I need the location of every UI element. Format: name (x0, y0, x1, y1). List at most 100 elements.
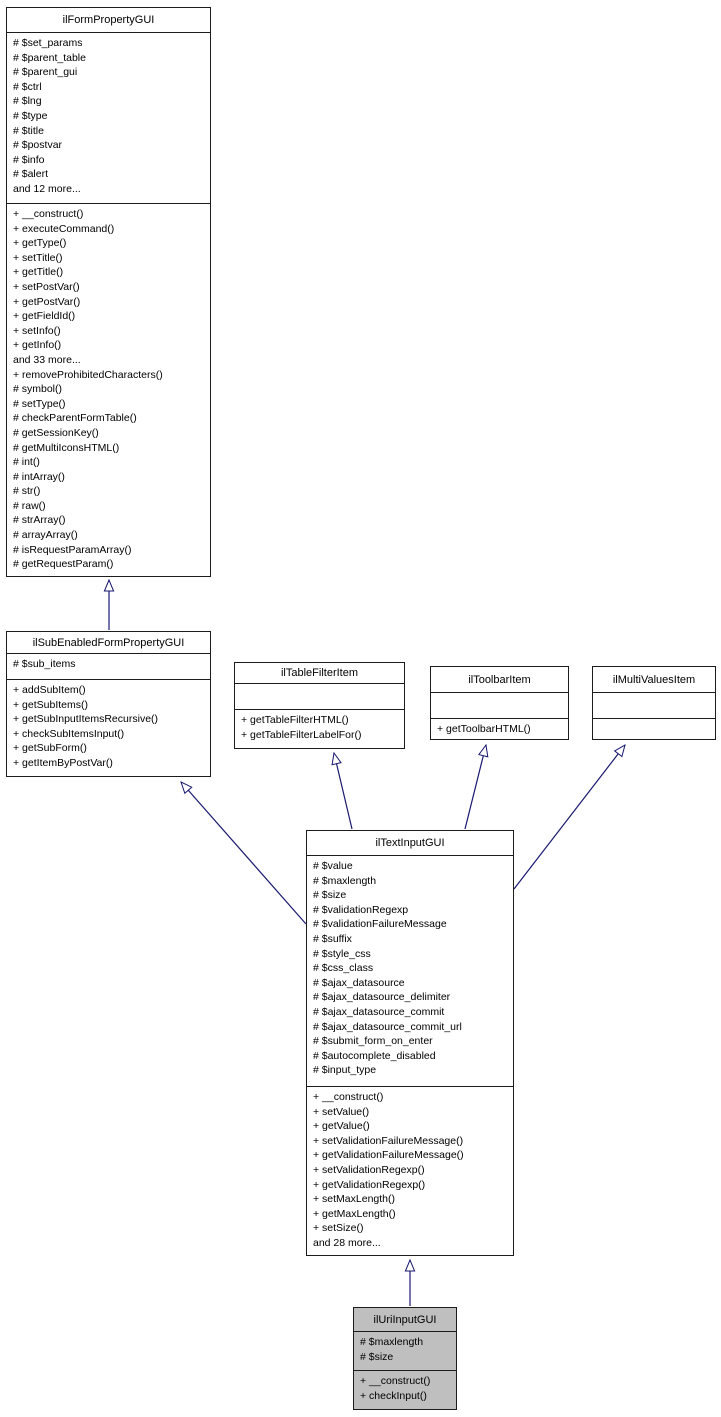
member-line: # isRequestParamArray() (13, 543, 132, 556)
class-attributes: # $sub_items (7, 653, 210, 679)
member-line: # getRequestParam() (13, 558, 114, 571)
member-line: + getTableFilterHTML() (241, 714, 349, 726)
member-line: + getTitle() (13, 266, 64, 279)
member-line: # $validationFailureMessage (313, 918, 447, 931)
member-line: + getMaxLength() (313, 1207, 396, 1220)
class-methods: + __construct() + checkInput() (354, 1370, 456, 1409)
member-line: + executeCommand() (13, 222, 115, 235)
member-line: # $style_css (313, 947, 371, 960)
member-line: # getMultiIconsHTML() (13, 441, 120, 454)
member-line: # symbol() (13, 383, 63, 396)
member-line: and 33 more... (13, 353, 81, 366)
class-attributes: # $value# $maxlength# $size# $validation… (307, 855, 513, 1086)
member-line: + __construct() (360, 1375, 431, 1387)
member-line: + getToolbarHTML() (437, 723, 531, 735)
member-line: # intArray() (13, 470, 65, 483)
member-line: # strArray() (13, 514, 66, 527)
member-line: + getFieldId() (13, 310, 76, 323)
member-line: + __construct() (313, 1091, 384, 1103)
member-line: + addSubItem() (13, 684, 86, 696)
class-attributes (235, 683, 404, 709)
member-line: + getType() (13, 237, 67, 250)
member-line: # $parent_gui (13, 66, 78, 79)
member-line: # $ajax_datasource_commit_url (313, 1020, 462, 1033)
class-methods: + __construct() + executeCommand() + getTy… (7, 203, 210, 576)
member-line: # arrayArray() (13, 529, 78, 542)
class-title[interactable]: ilTableFilterItem (280, 667, 359, 679)
member-line: + checkInput() (360, 1389, 427, 1402)
member-line: + removeProhibitedCharacters() (13, 368, 163, 381)
member-line: + getSubInputItemsRecursive() (13, 713, 159, 726)
member-line: # $set_params (13, 37, 83, 49)
member-line: # $size (360, 1350, 394, 1363)
member-line: + getItemByPostVar() (13, 756, 113, 769)
class-attributes (431, 692, 568, 718)
member-line: + getTableFilterLabelFor() (241, 728, 362, 741)
member-line: + setInfo() (13, 324, 61, 337)
member-line: # $size (313, 889, 347, 902)
member-line: # $type (13, 109, 48, 122)
member-line: # $input_type (313, 1064, 377, 1077)
class-title[interactable]: ilMultiValuesItem (612, 673, 696, 686)
edge-iltextinputgui-to-iltablefilteritem (334, 753, 353, 830)
member-line: # $info (13, 153, 45, 166)
member-line: + setValidationRegexp() (313, 1163, 425, 1176)
member-line: # $suffix (313, 932, 352, 945)
class-title[interactable]: ilTextInputGUI (375, 837, 445, 849)
member-line: + getSubForm() (13, 742, 87, 755)
member-line: + setValidationFailureMessage() (313, 1134, 464, 1147)
member-line: and 28 more... (313, 1236, 381, 1249)
member-line: # setType() (13, 397, 66, 410)
member-line: + setTitle() (13, 251, 63, 264)
class-methods: + getTableFilterHTML() + getTableFilterLa… (235, 709, 404, 748)
edge-iltextinputgui-to-iltoolbaritem (464, 745, 486, 830)
member-line: # $postvar (13, 139, 63, 152)
member-line: # checkParentFormTable() (13, 412, 137, 425)
member-line: # $submit_form_on_enter (313, 1035, 433, 1048)
class-title: ilUriInputGUI (373, 1313, 437, 1326)
member-line: # $sub_items (13, 658, 76, 670)
member-line: # $ajax_datasource_delimiter (313, 991, 451, 1004)
member-line: + getSubItems() (13, 698, 88, 711)
class-title[interactable]: ilToolbarItem (468, 673, 531, 686)
member-line: # str() (13, 485, 41, 498)
member-line: + getValidationRegexp() (313, 1178, 426, 1191)
class-methods: + getToolbarHTML() (431, 718, 568, 739)
class-methods: + addSubItem() + getSubItems() + getSubInp… (7, 679, 210, 776)
member-line: + getValidationFailureMessage() (313, 1149, 464, 1162)
class-box-ilformpropertygui[interactable]: ilFormPropertyGUI # $set_params # $parent… (6, 7, 211, 577)
class-box-iltablefilteritem[interactable]: ilTableFilterItem + getTableFilterHTML()… (234, 662, 405, 749)
class-box-iluriinputgui: ilUriInputGUI # $maxlength # $size + __co… (353, 1307, 457, 1410)
class-box-iltoolbaritem[interactable]: ilToolbarItem + getToolbarHTML() (430, 666, 569, 740)
member-line: # int() (13, 456, 40, 469)
member-line: # $value (313, 860, 353, 872)
member-line: # $alert (13, 168, 49, 181)
member-line: + setSize() (313, 1222, 364, 1235)
member-line: + setValue() (313, 1105, 370, 1118)
member-line: # $ajax_datasource_commit (313, 1005, 445, 1018)
member-line: # $validationRegexp (313, 903, 409, 916)
class-box-ilsubenabledformpropertygui[interactable]: ilSubEnabledFormPropertyGUI # $sub_items… (6, 631, 211, 777)
class-box-iltextinputgui[interactable]: ilTextInputGUI # $value # $maxlength # $si… (306, 830, 514, 1256)
member-line: # getSessionKey() (13, 426, 99, 439)
member-line: # $title (13, 124, 44, 137)
member-line: + setMaxLength() (313, 1193, 396, 1206)
class-methods: + __construct()+ setValue()+ getValue()+… (307, 1086, 513, 1255)
class-title[interactable]: ilSubEnabledFormPropertyGUI (32, 636, 185, 649)
class-attributes (593, 692, 715, 718)
edge-iltextinputgui-to-ilmultivaluesitem (513, 745, 625, 890)
member-line: # $maxlength (313, 874, 377, 887)
member-line: # $maxlength (360, 1336, 424, 1348)
class-box-ilmultivaluesitem[interactable]: ilMultiValuesItem (592, 666, 716, 740)
class-methods (593, 718, 715, 739)
member-line: + __construct() (13, 208, 84, 220)
member-line: + getValue() (313, 1120, 370, 1133)
member-line: + checkSubItemsInput() (13, 727, 125, 740)
member-line: and 12 more... (13, 182, 81, 195)
member-line: + getPostVar() (13, 295, 81, 308)
edge-iltextinputgui-to-ilsubenabledformpropertygui (181, 782, 307, 925)
member-line: + getInfo() (13, 339, 62, 352)
member-line: # $css_class (313, 962, 374, 975)
member-line: # $ctrl (13, 80, 42, 93)
class-title[interactable]: ilFormPropertyGUI (62, 14, 155, 26)
